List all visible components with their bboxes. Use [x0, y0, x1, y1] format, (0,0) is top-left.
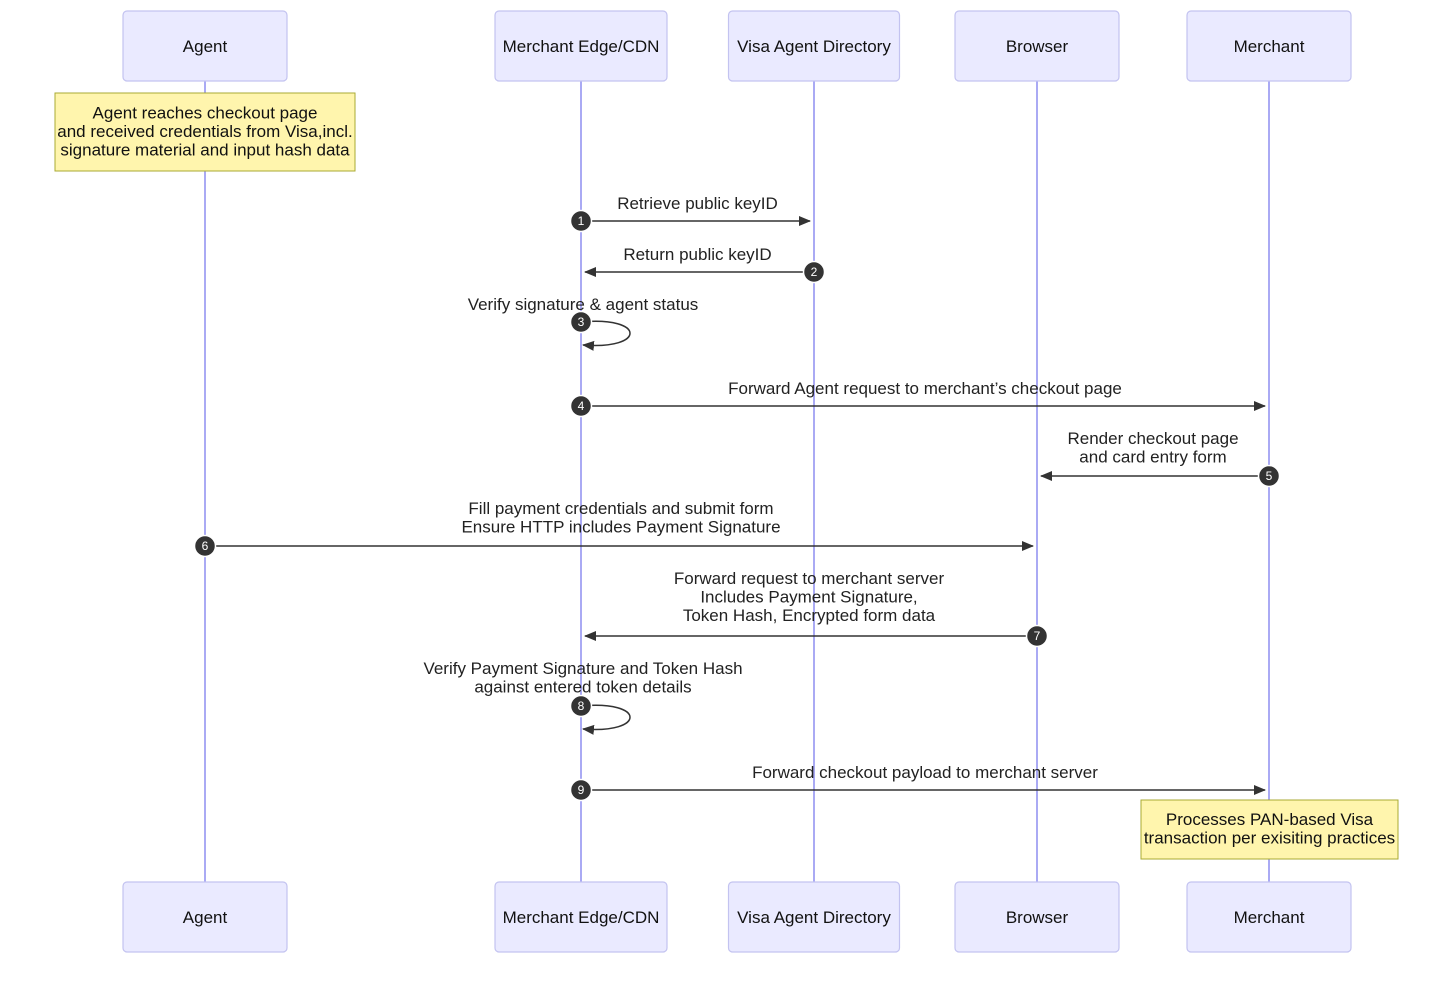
- note-box: [1140, 799, 1399, 860]
- sequence-number-badge: 1: [569, 209, 593, 233]
- actor-box: [1186, 10, 1352, 82]
- note-line: Processes PAN-based Visa: [1166, 810, 1374, 829]
- badge-number: 7: [1034, 629, 1041, 643]
- note-box: [54, 92, 356, 172]
- message-4: Forward Agent request to merchant’s chec…: [569, 379, 1266, 418]
- message-label: against entered token details: [474, 678, 691, 697]
- actor-label: Visa Agent Directory: [737, 908, 891, 927]
- badge-circle: [569, 310, 593, 334]
- message-arrow: [580, 320, 631, 351]
- actor-edge-bottom: Merchant Edge/CDN: [494, 881, 668, 953]
- message-label: Verify signature & agent status: [468, 295, 699, 314]
- badge-circle: [1025, 624, 1049, 648]
- message-label: Forward checkout payload to merchant ser…: [752, 763, 1098, 782]
- badge-number: 5: [1266, 469, 1273, 483]
- message-8: Verify Payment Signature and Token Hasha…: [423, 659, 743, 735]
- message-label: Forward Agent request to merchant’s chec…: [728, 379, 1122, 398]
- actor-merchant-bottom: Merchant: [1186, 881, 1352, 953]
- message-label: Return public keyID: [623, 245, 771, 264]
- message-label: and card entry form: [1079, 448, 1226, 467]
- actor-label: Agent: [183, 908, 228, 927]
- actor-box: [954, 10, 1120, 82]
- message-6: Fill payment credentials and submit form…: [193, 499, 1034, 558]
- actor-box: [122, 10, 288, 82]
- sequence-number-badge: 9: [569, 778, 593, 802]
- actor-browser-bottom: Browser: [954, 881, 1120, 953]
- actor-agent-top: Agent: [122, 10, 288, 82]
- message-2: Return public keyID 2: [584, 245, 826, 284]
- badge-circle: [802, 260, 826, 284]
- actor-box: [727, 881, 901, 953]
- sequence-number-badge: 5: [1257, 464, 1281, 488]
- sequence-number-badge: 6: [193, 534, 217, 558]
- actor-label: Merchant Edge/CDN: [503, 908, 660, 927]
- message-label: Ensure HTTP includes Payment Signature: [461, 518, 780, 537]
- message-label: Fill payment credentials and submit form: [468, 499, 773, 518]
- actor-label: Visa Agent Directory: [737, 37, 891, 56]
- actor-visa-bottom: Visa Agent Directory: [727, 881, 901, 953]
- actor-box: [1186, 881, 1352, 953]
- actor-merchant-top: Merchant: [1186, 10, 1352, 82]
- actor-edge-top: Merchant Edge/CDN: [494, 10, 668, 82]
- badge-circle: [569, 778, 593, 802]
- message-7: Forward request to merchant serverInclud…: [584, 569, 1049, 648]
- actor-box: [954, 881, 1120, 953]
- note-line: Agent reaches checkout page: [93, 103, 318, 122]
- badge-number: 6: [202, 539, 209, 553]
- badge-circle: [569, 394, 593, 418]
- actor-label: Merchant: [1234, 908, 1305, 927]
- badge-circle: [569, 209, 593, 233]
- note-line: and received credentials from Visa,incl.: [57, 122, 352, 141]
- actor-label: Agent: [183, 37, 228, 56]
- actor-box: [727, 10, 901, 82]
- actor-browser-top: Browser: [954, 10, 1120, 82]
- actor-label: Merchant Edge/CDN: [503, 37, 660, 56]
- message-label: Token Hash, Encrypted form data: [683, 606, 936, 625]
- sequence-number-badge: 3: [569, 310, 593, 334]
- badge-number: 3: [578, 315, 585, 329]
- badge-circle: [1257, 464, 1281, 488]
- actor-visa-top: Visa Agent Directory: [727, 10, 901, 82]
- badge-number: 9: [578, 783, 585, 797]
- actor-box: [494, 881, 668, 953]
- badge-number: 4: [578, 399, 585, 413]
- message-label: Render checkout page: [1067, 429, 1238, 448]
- sequence-number-badge: 7: [1025, 624, 1049, 648]
- badge-number: 2: [811, 265, 818, 279]
- actor-label: Browser: [1006, 908, 1069, 927]
- message-label: Includes Payment Signature,: [700, 588, 917, 607]
- actor-label: Browser: [1006, 37, 1069, 56]
- sequence-number-badge: 8: [569, 694, 593, 718]
- badge-number: 1: [578, 214, 585, 228]
- actor-box: [494, 10, 668, 82]
- note-line: transaction per exisiting practices: [1144, 829, 1395, 848]
- badge-circle: [569, 694, 593, 718]
- actor-agent-bottom: Agent: [122, 881, 288, 953]
- actor-label: Merchant: [1234, 37, 1305, 56]
- message-arrow: [580, 704, 631, 735]
- badge-circle: [193, 534, 217, 558]
- message-label: Forward request to merchant server: [674, 569, 945, 588]
- message-label: Retrieve public keyID: [617, 194, 778, 213]
- message-label: Verify Payment Signature and Token Hash: [423, 659, 742, 678]
- actor-box: [122, 881, 288, 953]
- sequence-number-badge: 4: [569, 394, 593, 418]
- message-1: Retrieve public keyID 1: [569, 194, 811, 233]
- badge-number: 8: [578, 699, 585, 713]
- note-line: signature material and input hash data: [60, 140, 350, 159]
- sequence-number-badge: 2: [802, 260, 826, 284]
- message-9: Forward checkout payload to merchant ser…: [569, 763, 1266, 802]
